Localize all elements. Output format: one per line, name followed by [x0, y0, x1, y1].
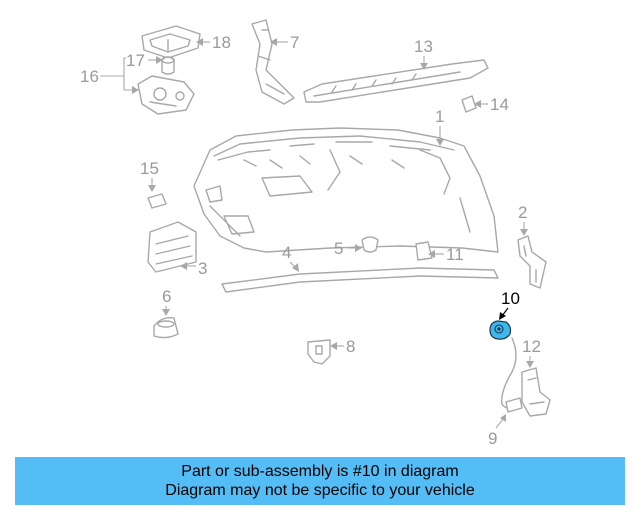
- part-6-stop: [153, 316, 179, 339]
- callout-3: 3: [180, 259, 207, 278]
- part-11-clip: [415, 241, 433, 261]
- callout-10: 10: [499, 289, 520, 320]
- part-4-weatherstrip: [221, 267, 499, 293]
- callout-8: 8: [330, 337, 355, 356]
- callout-6-label: 6: [162, 287, 171, 306]
- part-1-trunk-lid: [193, 127, 499, 253]
- callout-10-label: 10: [501, 289, 520, 308]
- callout-17-label: 17: [126, 51, 145, 70]
- banner-line-2: Diagram may not be specific to your vehi…: [165, 482, 475, 499]
- part-8-pad: [307, 339, 331, 365]
- callout-13-label: 13: [414, 37, 433, 56]
- callout-1-label: 1: [435, 107, 444, 126]
- part-3-block: [147, 221, 197, 273]
- part-17-bolt: [161, 56, 175, 75]
- callout-3-label: 3: [198, 259, 207, 278]
- callout-17: 17: [126, 51, 163, 70]
- parts-diagram: 18 17 16 7 13: [80, 19, 551, 448]
- callout-4: 4: [282, 243, 299, 272]
- callout-15-label: 15: [140, 159, 159, 178]
- callout-11-label: 11: [446, 245, 464, 264]
- part-13-garnish: [303, 59, 489, 103]
- part-18-hinge: [141, 25, 201, 59]
- callout-8-label: 8: [346, 337, 355, 356]
- callout-14: 14: [474, 95, 509, 114]
- callout-2-label: 2: [518, 203, 527, 222]
- callout-12: 12: [522, 337, 541, 368]
- callout-5-label: 5: [334, 239, 343, 258]
- callout-6: 6: [162, 287, 171, 316]
- callout-16: 16: [80, 57, 139, 94]
- part-12-latch: [521, 367, 551, 417]
- part-15-cap: [147, 193, 167, 209]
- callout-1: 1: [435, 107, 444, 146]
- callout-16-label: 16: [80, 67, 99, 86]
- callout-7: 7: [270, 33, 299, 52]
- banner-line-1: Part or sub-assembly is #10 in diagram: [181, 463, 459, 480]
- callout-9: 9: [488, 414, 506, 448]
- callout-2: 2: [518, 203, 528, 236]
- callout-13: 13: [414, 37, 433, 70]
- callout-18: 18: [196, 33, 231, 52]
- part-10-highlighted: [489, 320, 512, 340]
- part-9-cable: [501, 337, 523, 413]
- callout-15: 15: [140, 159, 159, 192]
- info-banner: Part or sub-assembly is #10 in diagram D…: [15, 457, 625, 505]
- callout-5: 5: [334, 239, 362, 258]
- callout-12-label: 12: [522, 337, 541, 356]
- callout-11: 11: [428, 245, 464, 264]
- part-5-grommet: [361, 236, 379, 253]
- part-7-bracket: [251, 19, 295, 105]
- callout-18-label: 18: [212, 33, 231, 52]
- part-14-clip: [461, 95, 477, 113]
- part-16-latch: [137, 75, 195, 115]
- callout-4-label: 4: [282, 243, 291, 262]
- callout-7-label: 7: [290, 33, 299, 52]
- callout-14-label: 14: [490, 95, 509, 114]
- part-2-striker: [517, 235, 547, 289]
- callout-9-label: 9: [488, 429, 497, 448]
